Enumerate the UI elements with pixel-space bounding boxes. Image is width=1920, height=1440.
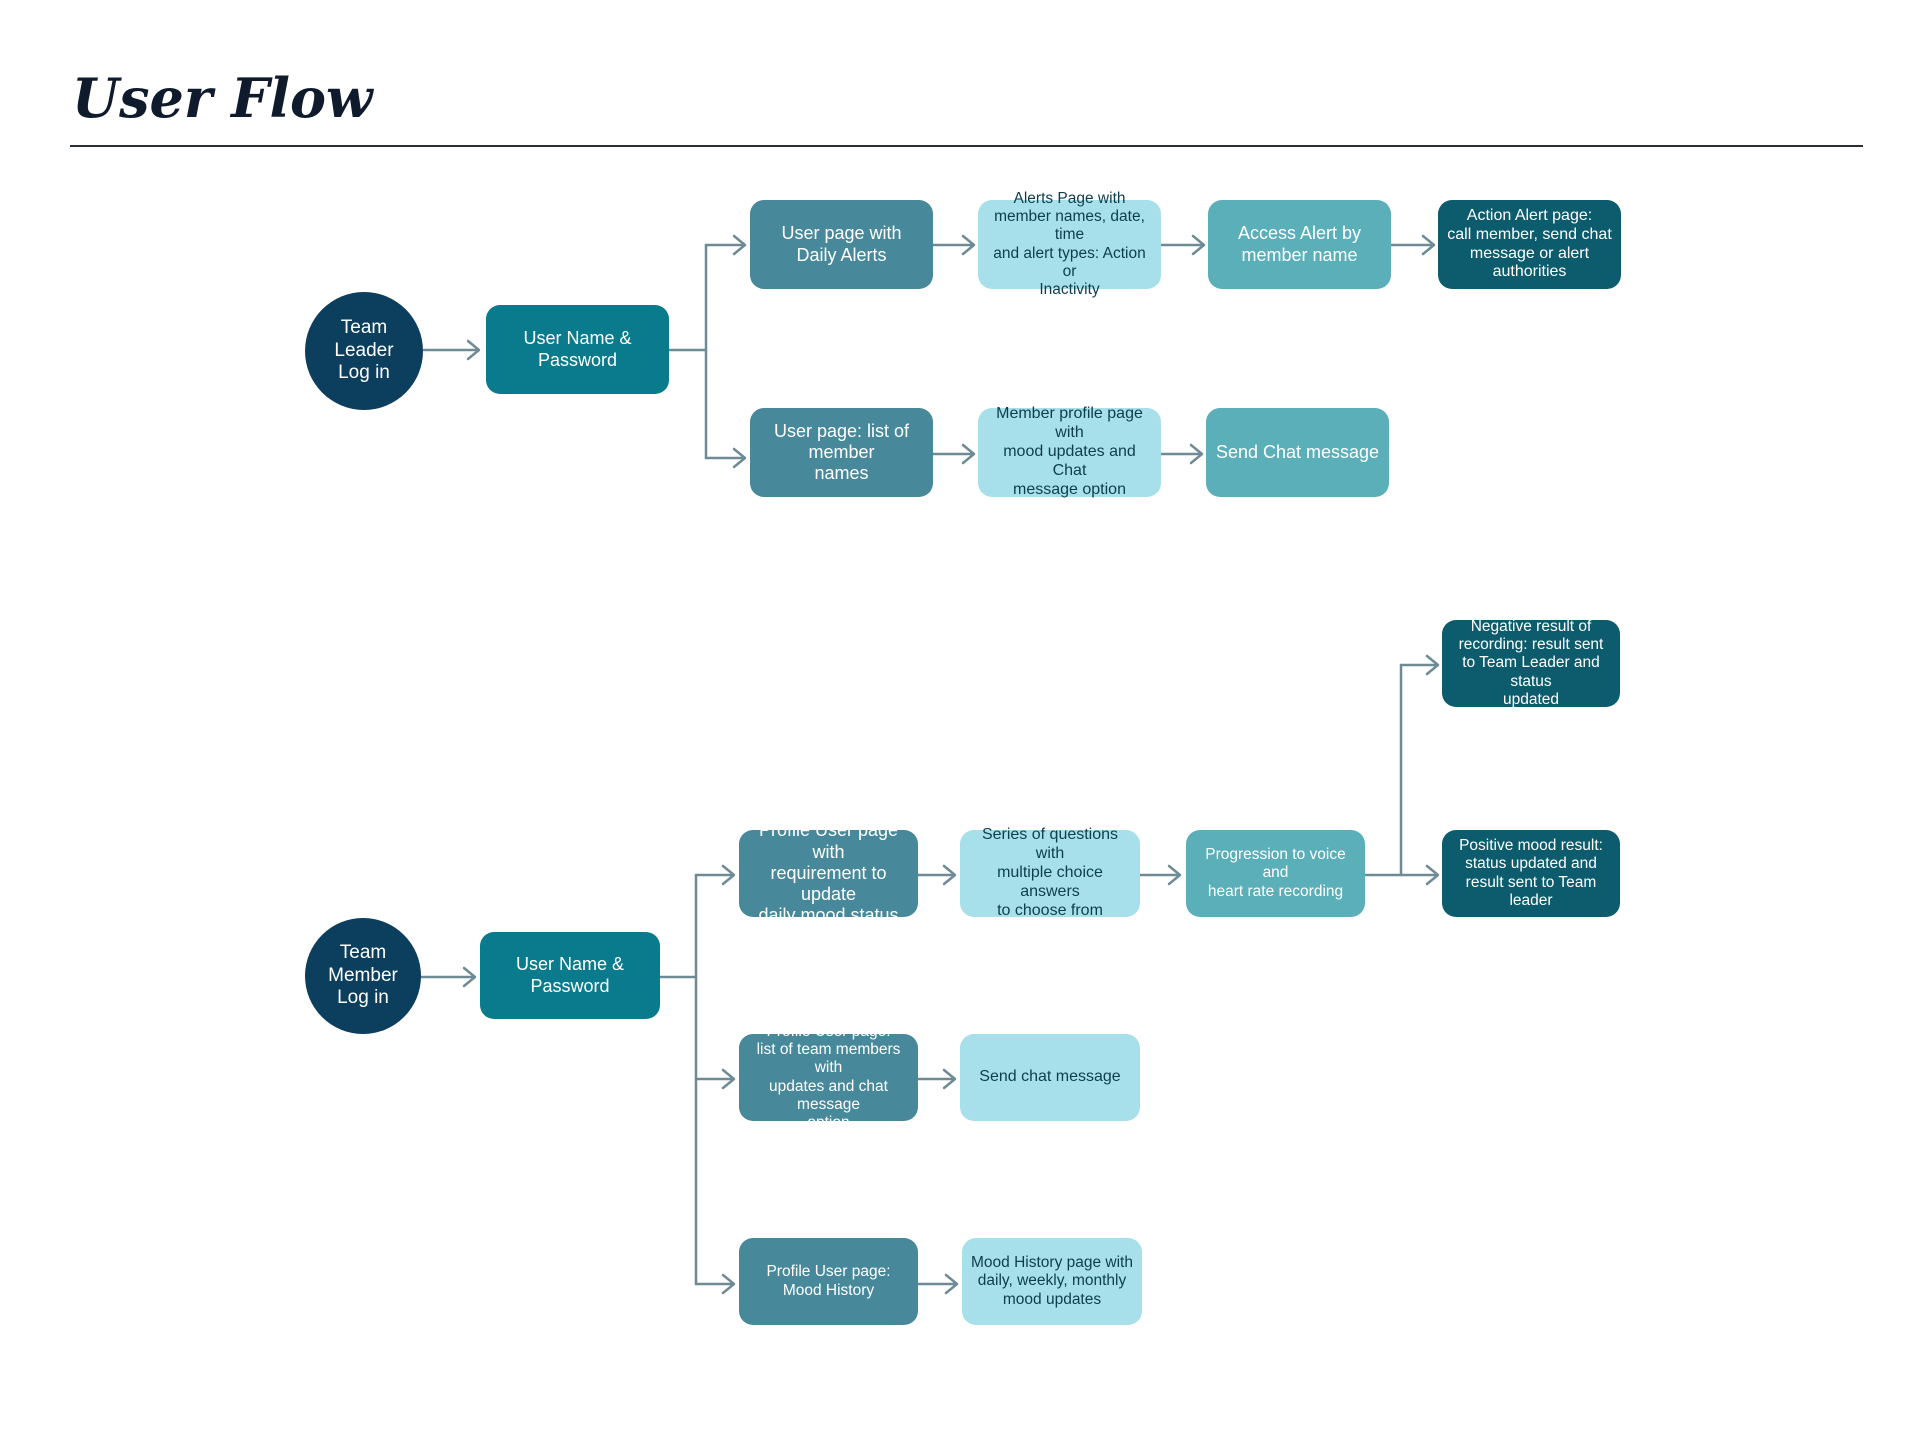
edge-leader-to-members-user-page — [704, 447, 747, 469]
recording-node: Progression to voice and heart rate reco… — [1186, 830, 1365, 917]
member-profile-label: Member profile page with mood updates an… — [996, 405, 1143, 498]
leader-send-chat-node: Send Chat message — [1206, 408, 1389, 497]
access-alert-node: Access Alert by member name — [1208, 200, 1391, 289]
mood-profile-label: Profile User page with requirement to up… — [758, 820, 899, 926]
action-alert-label: Action Alert page: call member, send cha… — [1447, 206, 1612, 281]
team-member-login-node: Team Member Log in — [305, 918, 421, 1034]
leader-daily-alerts-node: User page with Daily Alerts — [750, 200, 933, 289]
history-profile-node: Profile User page: Mood History — [739, 1238, 918, 1325]
negative-result-node: Negative result of recording: result sen… — [1442, 617, 1620, 708]
member-credentials-node: User Name & Password — [480, 932, 660, 1019]
edge-recording-to-positive — [1399, 864, 1440, 886]
edge-leader-branch — [666, 243, 708, 460]
leader-send-chat-label: Send Chat message — [1215, 441, 1380, 462]
edge-alerts-page-to-access-alert — [1158, 234, 1206, 256]
leader-member-list-label: User page: list of member names — [773, 420, 910, 484]
edge-member-branch — [658, 873, 698, 1286]
team-leader-login-node: Team Leader Log in — [305, 292, 423, 410]
member-send-chat-node: Send chat message — [960, 1034, 1140, 1121]
mood-history-label: Mood History page with daily, weekly, mo… — [971, 1254, 1133, 1308]
action-alert-node: Action Alert page: call member, send cha… — [1438, 200, 1621, 289]
title-divider — [70, 145, 1863, 147]
leader-credentials-label: User Name & Password — [523, 328, 632, 370]
edge-profile-to-send-chat — [1158, 443, 1204, 465]
edge-mood-profile-to-questions — [915, 864, 957, 886]
access-alert-label: Access Alert by member name — [1237, 223, 1362, 265]
edge-members-user-to-profile — [931, 443, 976, 465]
edge-team-profile-to-chat — [915, 1068, 957, 1090]
edge-member-to-mood-profile — [694, 864, 736, 886]
edge-member-to-team-profile — [694, 1068, 736, 1090]
leader-daily-alerts-label: User page with Daily Alerts — [781, 223, 902, 265]
edge-leader-start-to-login — [422, 339, 481, 361]
edge-member-to-history-profile — [694, 1273, 736, 1295]
edge-recording-branch — [1362, 663, 1403, 877]
edge-recording-to-negative — [1399, 654, 1440, 676]
history-profile-label: Profile User page: Mood History — [766, 1263, 891, 1299]
team-leader-login-label: Team Leader Log in — [334, 317, 394, 384]
edge-alerts-user-to-alerts-page — [931, 234, 976, 256]
alerts-page-label: Alerts Page with member names, date, tim… — [993, 189, 1146, 299]
positive-result-node: Positive mood result: status updated and… — [1442, 830, 1620, 917]
edge-questions-to-recording — [1137, 864, 1182, 886]
page-title: User Flow — [72, 66, 373, 130]
mood-profile-node: Profile User page with requirement to up… — [739, 820, 918, 925]
edge-history-profile-to-history — [915, 1273, 959, 1295]
team-member-login-label: Team Member Log in — [328, 942, 398, 1009]
edge-member-start-to-login — [418, 966, 477, 988]
leader-member-list-node: User page: list of member names — [750, 408, 933, 497]
edge-leader-to-alerts-user-page — [704, 234, 747, 256]
negative-result-label: Negative result of recording: result sen… — [1458, 617, 1604, 708]
questions-label: Series of questions with multiple choice… — [981, 826, 1119, 919]
recording-label: Progression to voice and heart rate reco… — [1205, 846, 1346, 900]
team-profile-node: Profile User page: list of team members … — [739, 1023, 918, 1131]
team-profile-label: Profile User page: list of team members … — [756, 1022, 901, 1132]
leader-credentials-node: User Name & Password — [486, 305, 669, 394]
member-profile-node: Member profile page with mood updates an… — [978, 405, 1161, 498]
alerts-page-node: Alerts Page with member names, date, tim… — [978, 190, 1161, 298]
member-credentials-label: User Name & Password — [515, 954, 625, 996]
questions-node: Series of questions with multiple choice… — [960, 826, 1140, 919]
mood-history-node: Mood History page with daily, weekly, mo… — [962, 1238, 1142, 1325]
member-send-chat-label: Send chat message — [979, 1068, 1121, 1086]
positive-result-label: Positive mood result: status updated and… — [1459, 836, 1603, 909]
edge-access-alert-to-action-alert — [1389, 234, 1436, 256]
